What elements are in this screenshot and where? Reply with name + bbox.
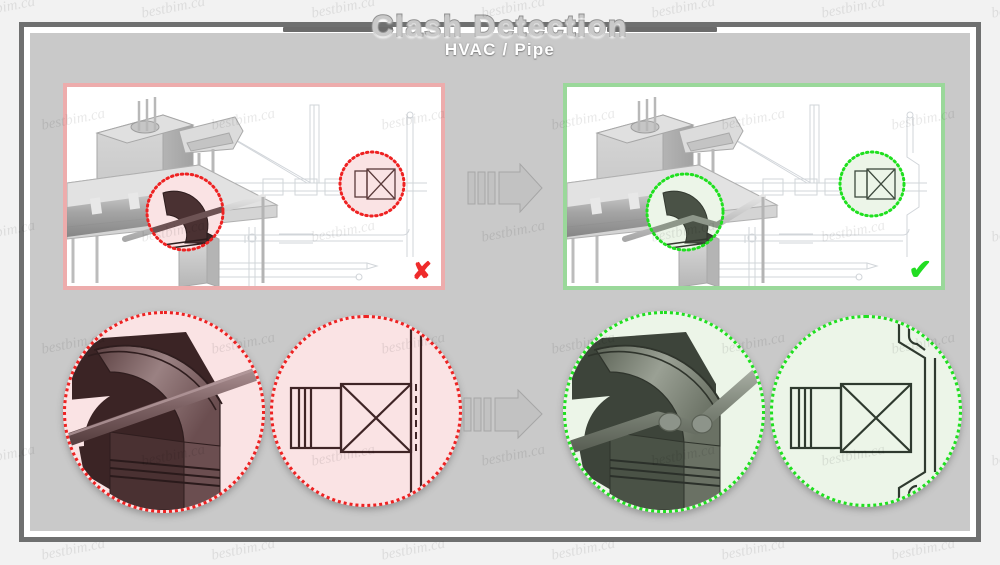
poster-frame: ✘ <box>19 22 981 542</box>
watermark-text: bestbim.ca <box>480 0 547 22</box>
watermark-text: bestbim.ca <box>650 0 717 22</box>
poster-stage: ✘ <box>30 33 970 531</box>
resolved-3d-detail-drawing <box>566 332 762 510</box>
watermark-text: bestbim.ca <box>990 441 1000 470</box>
watermark-text: bestbim.ca <box>310 0 377 22</box>
resolved-model-drawing <box>567 97 927 286</box>
resolved-verdict-check: ✔ <box>908 254 932 285</box>
clash-3d-detail-drawing <box>66 332 262 510</box>
clash-highlight-circle-plan <box>338 150 406 218</box>
watermark-text: bestbim.ca <box>990 0 1000 22</box>
resolved-3d-detail[interactable] <box>563 311 765 513</box>
clash-plan-detail-drawing <box>289 318 423 504</box>
resolved-state-view[interactable]: ✔ <box>563 83 945 290</box>
resolved-plan-detail[interactable] <box>770 315 962 507</box>
resolved-plan-detail-drawing <box>789 318 937 504</box>
clash-verdict-x: ✘ <box>411 258 432 285</box>
transition-arrow-bottom <box>462 388 544 440</box>
resolved-highlight-circle-plan <box>838 150 906 218</box>
clash-model-drawing <box>67 97 427 286</box>
clash-highlight-circle-3d <box>145 172 225 252</box>
watermark-text: bestbim.ca <box>820 0 887 22</box>
watermark-text: bestbim.ca <box>140 0 207 22</box>
clashing-pipe <box>66 365 262 447</box>
transition-arrow-top <box>466 163 544 213</box>
clash-plan-detail[interactable] <box>270 315 462 507</box>
watermark-text: bestbim.ca <box>990 217 1000 246</box>
clash-state-view[interactable]: ✘ <box>63 83 445 290</box>
resolved-highlight-circle-3d <box>645 172 725 252</box>
watermark-text: bestbim.ca <box>0 0 37 22</box>
clash-3d-detail[interactable] <box>63 311 265 513</box>
